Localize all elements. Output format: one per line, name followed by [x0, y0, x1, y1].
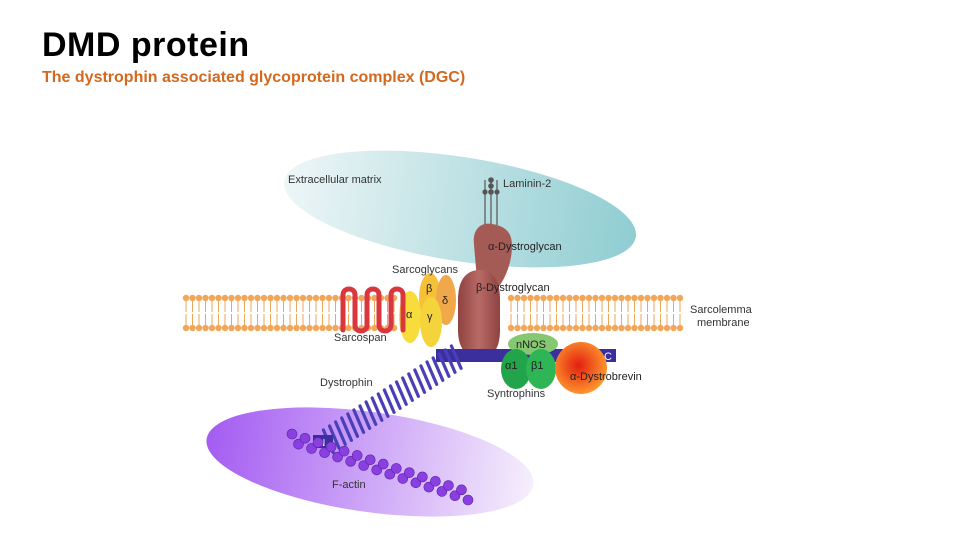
sarcoglycans-label: Sarcoglycans	[392, 264, 459, 276]
sarcolemma-label: Sarcolemma	[690, 304, 753, 316]
beta-dystroglycan	[458, 270, 500, 358]
sarcospan	[340, 286, 406, 334]
extracellular-matrix-label: Extracellular matrix	[288, 174, 382, 186]
extracellular-matrix-region	[284, 150, 636, 268]
sarcoglycans: β δ α γ	[399, 273, 456, 347]
dystrophin-label: Dystrophin	[320, 377, 373, 389]
laminin-label: Laminin-2	[503, 178, 551, 190]
dystrobrevin-label: α-Dystrobrevin	[570, 371, 642, 383]
syntrophin-alpha1	[501, 349, 531, 389]
page-title: DMD protein	[42, 26, 250, 64]
membrane-label: membrane	[697, 317, 750, 329]
nnos-label: nNOS	[516, 339, 546, 351]
alpha1-label: α1	[505, 360, 517, 372]
c-terminal-label: C	[604, 351, 612, 363]
factin-label: F-actin	[332, 479, 366, 491]
sg-beta-letter: β	[426, 283, 432, 295]
alpha-dystroglycan-label: α-Dystroglycan	[488, 241, 562, 253]
dystrophin-rod	[321, 344, 463, 454]
page-subtitle: The dystrophin associated glycoprotein c…	[42, 69, 466, 86]
factin-filament	[286, 428, 474, 506]
sg-gamma-letter: γ	[427, 311, 433, 323]
alpha-dystrobrevin	[555, 342, 607, 394]
sarcoglycan-gamma	[420, 297, 442, 347]
syntrophins-label: Syntrophins	[487, 388, 546, 400]
sg-alpha-letter: α	[406, 309, 413, 321]
laminin-2	[482, 177, 500, 225]
sarcospan-label: Sarcospan	[334, 332, 387, 344]
syntrophin-beta1	[526, 349, 556, 389]
beta1-label: β1	[531, 360, 543, 372]
beta-dystroglycan-label: β-Dystroglycan	[476, 282, 550, 294]
nnos	[508, 333, 558, 355]
sg-delta-letter: δ	[442, 295, 448, 307]
